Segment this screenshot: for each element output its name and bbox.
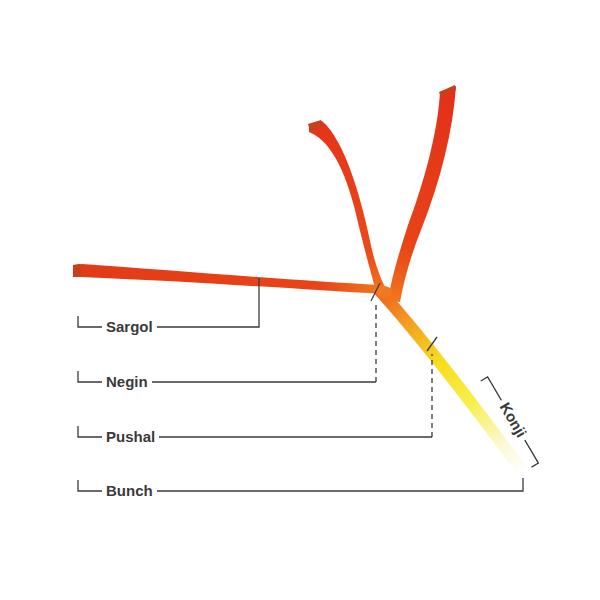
- part-label: Sargol: [102, 318, 157, 336]
- bracket: [481, 377, 539, 467]
- stigma-tip: [439, 85, 456, 97]
- leader-line: [375, 302, 376, 382]
- part-label: Bunch: [102, 482, 157, 500]
- stigma-tip: [308, 120, 323, 131]
- stigma-tip: [73, 264, 81, 277]
- leader-line: [431, 354, 432, 437]
- saffron-stigma: [74, 264, 382, 294]
- junction: [376, 286, 392, 298]
- cut-mark: [427, 337, 437, 351]
- saffron-stigma: [309, 121, 388, 295]
- saffron-style: [380, 291, 520, 468]
- cut-mark: [371, 283, 380, 301]
- part-label: Negin: [102, 373, 152, 391]
- saffron-stigma: [388, 86, 456, 302]
- part-label: Pushal: [102, 428, 159, 446]
